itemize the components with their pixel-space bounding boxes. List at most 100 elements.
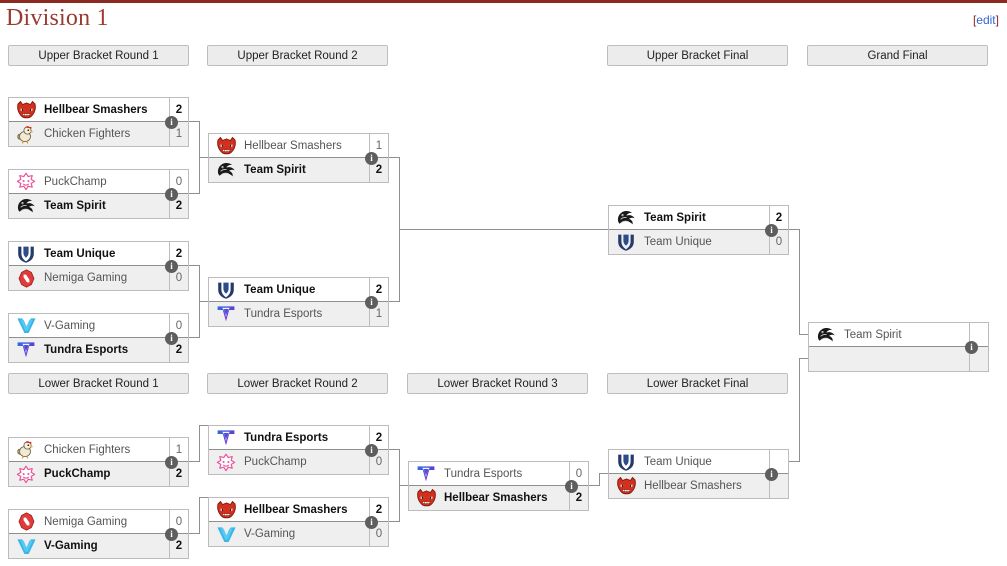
match-info-icon[interactable]: i: [765, 224, 778, 237]
round-header-lower-bracket-round-1[interactable]: Lower Bracket Round 1: [8, 373, 189, 394]
team-name[interactable]: Team Unique: [44, 247, 116, 260]
connector: [788, 461, 800, 462]
team-name[interactable]: Team Unique: [244, 283, 316, 296]
match-info-icon[interactable]: i: [165, 528, 178, 541]
round-header-lower-bracket-round-3[interactable]: Lower Bracket Round 3: [407, 373, 588, 394]
team-name[interactable]: Hellbear Smashers: [44, 103, 148, 116]
match-row[interactable]: Team Spirit: [809, 323, 988, 347]
connector: [199, 157, 208, 158]
edit-label[interactable]: edit: [976, 13, 996, 27]
team-name[interactable]: V-Gaming: [244, 528, 296, 540]
team-name[interactable]: Hellbear Smashers: [444, 492, 548, 504]
round-header-upper-bracket-round-1[interactable]: Upper Bracket Round 1: [8, 45, 189, 66]
match-info-icon[interactable]: i: [365, 152, 378, 165]
chicken-team-logo-icon: [12, 439, 40, 461]
round-header-lower-bracket-round-2[interactable]: Lower Bracket Round 2: [207, 373, 388, 394]
match-info-icon[interactable]: i: [165, 116, 178, 129]
connector: [188, 193, 200, 194]
team-name[interactable]: Chicken Fighters: [44, 128, 131, 140]
team-name[interactable]: PuckChamp: [244, 456, 307, 468]
match-row[interactable]: Team Unique: [609, 450, 788, 474]
edit-section-link[interactable]: [edit]: [973, 13, 999, 27]
team-name[interactable]: Chicken Fighters: [44, 443, 131, 456]
team-name[interactable]: Hellbear Smashers: [244, 503, 348, 516]
team-name[interactable]: Tundra Esports: [444, 467, 523, 480]
match-row[interactable]: Team Spirit 2: [209, 158, 388, 182]
match-info-icon[interactable]: i: [365, 444, 378, 457]
round-header-upper-bracket-round-2[interactable]: Upper Bracket Round 2: [207, 45, 388, 66]
team-name[interactable]: Nemiga Gaming: [44, 272, 128, 284]
team-name[interactable]: PuckChamp: [44, 468, 111, 480]
match-info-icon[interactable]: i: [165, 188, 178, 201]
round-header-upper-bracket-final[interactable]: Upper Bracket Final: [607, 45, 788, 66]
match-info-icon[interactable]: i: [365, 296, 378, 309]
tundra-team-logo-icon: [212, 427, 240, 449]
team-name[interactable]: Team Spirit: [244, 164, 306, 176]
match-info-icon[interactable]: i: [765, 468, 778, 481]
team-name[interactable]: Team Unique: [644, 455, 712, 468]
team-name[interactable]: Team Spirit: [44, 200, 106, 212]
round-header-grand-final[interactable]: Grand Final: [807, 45, 988, 66]
match-row[interactable]: Hellbear Smashers: [609, 474, 788, 498]
connector: [388, 157, 400, 158]
team-name[interactable]: V-Gaming: [44, 540, 98, 552]
round-header-lower-bracket-final[interactable]: Lower Bracket Final: [607, 373, 788, 394]
team-name[interactable]: Nemiga Gaming: [44, 515, 128, 528]
team-name[interactable]: Tundra Esports: [244, 431, 329, 444]
team-name[interactable]: Hellbear Smashers: [244, 139, 342, 152]
team-name[interactable]: Team Unique: [644, 236, 712, 248]
match-row[interactable]: [809, 347, 988, 371]
match-info-icon[interactable]: i: [565, 480, 578, 493]
match-info-icon[interactable]: i: [365, 516, 378, 529]
match-info-icon[interactable]: i: [165, 332, 178, 345]
team-name[interactable]: Team Spirit: [844, 328, 902, 341]
match-info-icon[interactable]: i: [165, 456, 178, 469]
match-box[interactable]: Team Spirit i: [808, 322, 989, 372]
team-name[interactable]: Team Spirit: [644, 211, 706, 224]
team-name[interactable]: Tundra Esports: [44, 344, 129, 356]
team-name[interactable]: Tundra Esports: [244, 308, 323, 320]
match-info-icon[interactable]: i: [965, 341, 978, 354]
team-name[interactable]: PuckChamp: [44, 175, 107, 188]
team-name[interactable]: Hellbear Smashers: [644, 480, 742, 492]
match-info-icon[interactable]: i: [165, 260, 178, 273]
team-score: 2: [369, 158, 388, 182]
team-name[interactable]: V-Gaming: [44, 319, 96, 332]
